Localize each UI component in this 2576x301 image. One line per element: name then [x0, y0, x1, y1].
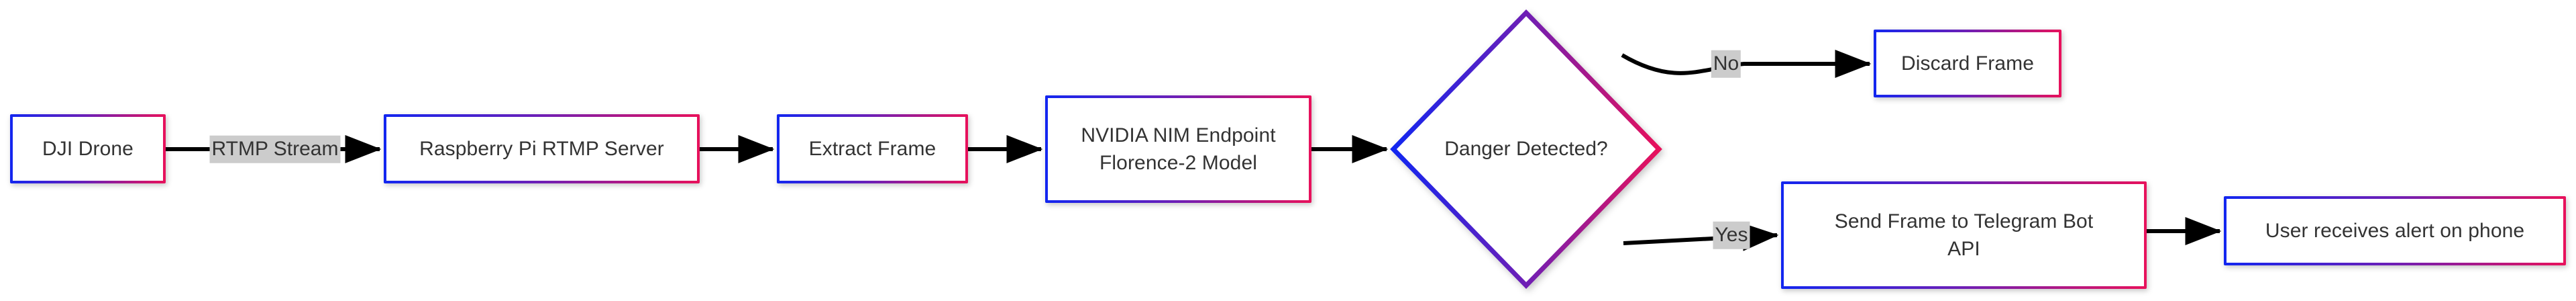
node-user-receives-alert-on-phone-body: User receives alert on phone [2226, 199, 2563, 263]
node-dji-drone[interactable]: DJI Drone [10, 114, 166, 183]
node-danger-detected-decision-label: Danger Detected? [1444, 138, 1608, 160]
node-extract-frame-body: Extract Frame [780, 117, 965, 181]
node-dji-drone-body: DJI Drone [13, 117, 163, 181]
node-dji-drone-label: DJI Drone [42, 137, 133, 160]
node-extract-frame[interactable]: Extract Frame [777, 114, 968, 183]
node-send-frame-to-telegram-bot-api[interactable]: Send Frame to Telegram Bot API [1781, 181, 2147, 289]
node-user-receives-alert-on-phone[interactable]: User receives alert on phone [2224, 196, 2566, 265]
node-nvidia-nim-endpoint[interactable]: NVIDIA NIM Endpoint Florence-2 Model [1045, 95, 1311, 203]
node-raspberry-pi-rtmp-server-label: Raspberry Pi RTMP Server [419, 137, 664, 160]
diamond-shape [1390, 9, 1662, 290]
node-nvidia-nim-endpoint-body: NVIDIA NIM Endpoint Florence-2 Model [1048, 98, 1309, 200]
node-discard-frame-label: Discard Frame [1901, 52, 2034, 75]
node-send-frame-to-telegram-bot-api-label: Send Frame to Telegram Bot API [1834, 210, 2094, 260]
node-discard-frame-body: Discard Frame [1876, 32, 2059, 95]
node-raspberry-pi-rtmp-server-body: Raspberry Pi RTMP Server [386, 117, 697, 181]
node-send-frame-to-telegram-bot-api-body: Send Frame to Telegram Bot API [1784, 184, 2144, 286]
node-nvidia-nim-endpoint-label: NVIDIA NIM Endpoint Florence-2 Model [1081, 124, 1276, 174]
node-raspberry-pi-rtmp-server[interactable]: Raspberry Pi RTMP Server [384, 114, 700, 183]
node-extract-frame-label: Extract Frame [808, 137, 936, 160]
node-user-receives-alert-on-phone-label: User receives alert on phone [2265, 219, 2525, 242]
node-discard-frame[interactable]: Discard Frame [1874, 30, 2061, 97]
edge-label-yes: Yes [1713, 221, 1750, 249]
node-danger-detected-decision[interactable]: Danger Detected? [1390, 9, 1662, 290]
edge-label-rtmp-stream: RTMP Stream [209, 135, 341, 163]
edge-label-no: No [1711, 50, 1741, 78]
